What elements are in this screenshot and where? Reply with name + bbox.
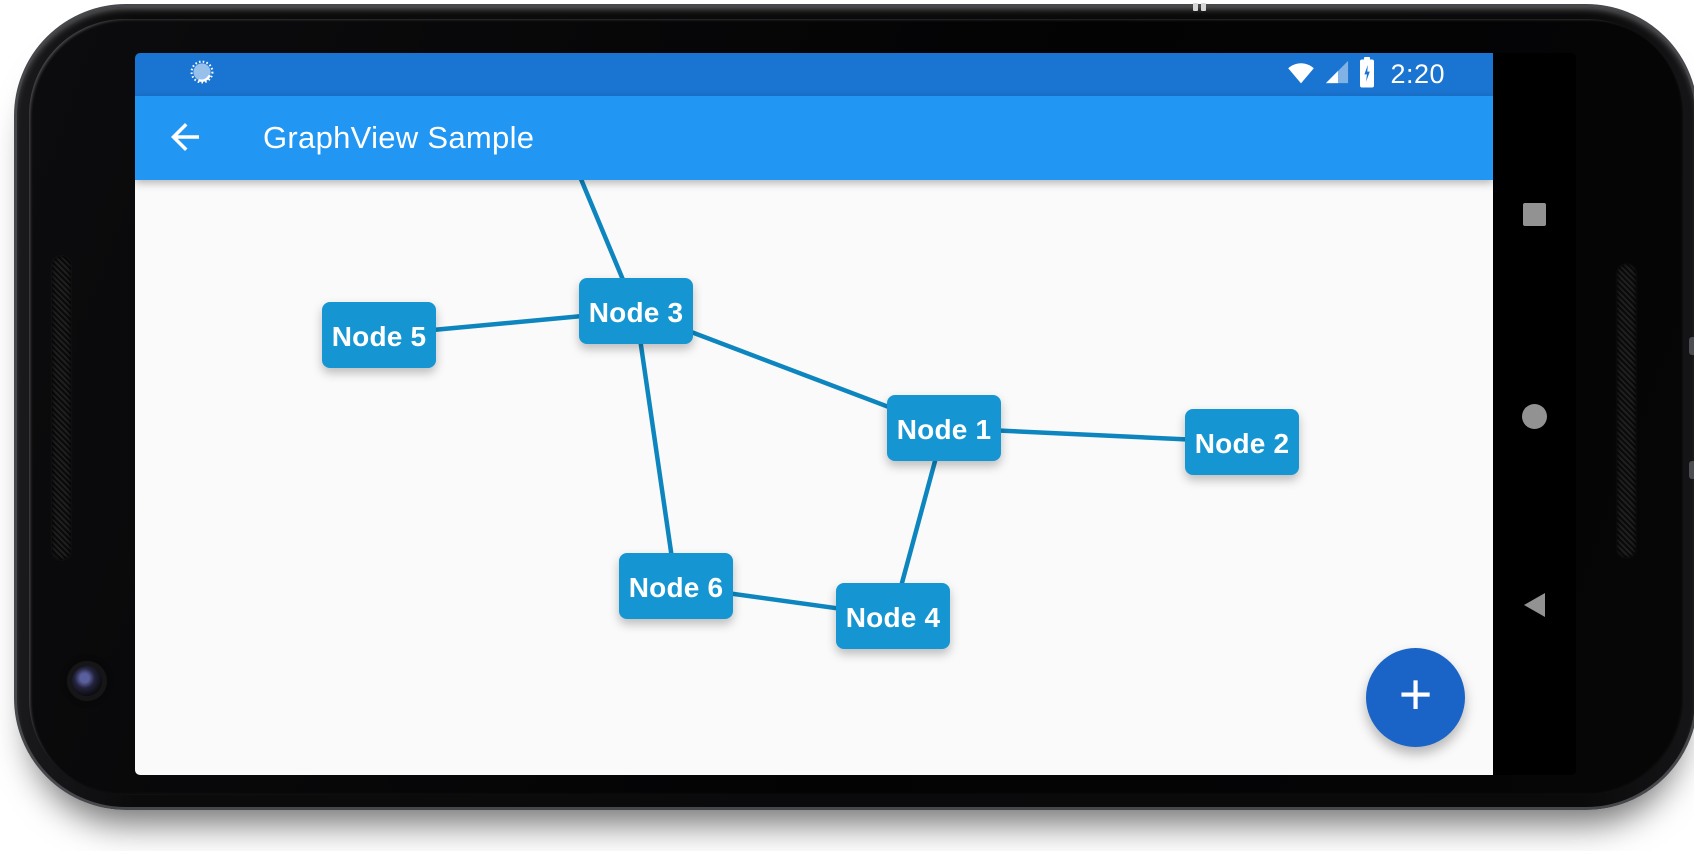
back-button[interactable]	[163, 116, 207, 160]
graph-edge-node3-offscreen	[578, 180, 639, 312]
clock-text: 2:20	[1390, 59, 1445, 89]
notification-spinner-icon	[190, 60, 214, 89]
front-camera-icon	[72, 666, 102, 696]
graph-edge-node3-node6	[633, 310, 679, 587]
triangle-left-icon	[1524, 593, 1545, 617]
nav-bar	[1493, 53, 1576, 775]
cell-signal-icon	[1324, 59, 1350, 90]
graph-node-node3[interactable]: Node 3	[579, 278, 693, 344]
wifi-icon	[1287, 60, 1315, 89]
nav-recents-button[interactable]	[1493, 201, 1576, 227]
square-icon	[1523, 202, 1546, 226]
speaker-grille-right-icon	[1617, 264, 1636, 558]
plus-icon: +	[1398, 662, 1433, 727]
graph-node-node6[interactable]: Node 6	[619, 553, 733, 619]
screen: 2:20 GraphView Sample +	[135, 53, 1576, 775]
app-bar: GraphView Sample	[135, 96, 1493, 180]
speaker-grille-left-icon	[52, 256, 71, 560]
antenna-notch	[1193, 3, 1198, 11]
graph-canvas[interactable]: + Node 1 Node 2 Node 3 Node 4 Node 5 Node 6	[135, 180, 1493, 775]
graph-node-node2[interactable]: Node 2	[1185, 409, 1299, 475]
nav-back-button[interactable]	[1493, 592, 1576, 618]
page-title: GraphView Sample	[263, 120, 535, 155]
power-button	[1689, 337, 1694, 355]
volume-button	[1689, 461, 1694, 479]
nav-home-button[interactable]	[1493, 403, 1576, 429]
phone-frame: 2:20 GraphView Sample +	[14, 3, 1694, 810]
circle-icon	[1522, 403, 1547, 429]
status-icons-cluster: 2:20	[1287, 56, 1445, 93]
graph-node-node4[interactable]: Node 4	[836, 583, 950, 649]
arrow-back-icon	[164, 116, 206, 161]
graph-node-node5[interactable]: Node 5	[322, 302, 436, 368]
antenna-notch	[1201, 3, 1206, 11]
add-node-fab[interactable]: +	[1366, 648, 1465, 747]
battery-charging-icon	[1359, 56, 1375, 93]
graph-node-node1[interactable]: Node 1	[887, 395, 1001, 461]
status-bar: 2:20	[135, 53, 1493, 96]
graph-edges	[378, 180, 1243, 619]
